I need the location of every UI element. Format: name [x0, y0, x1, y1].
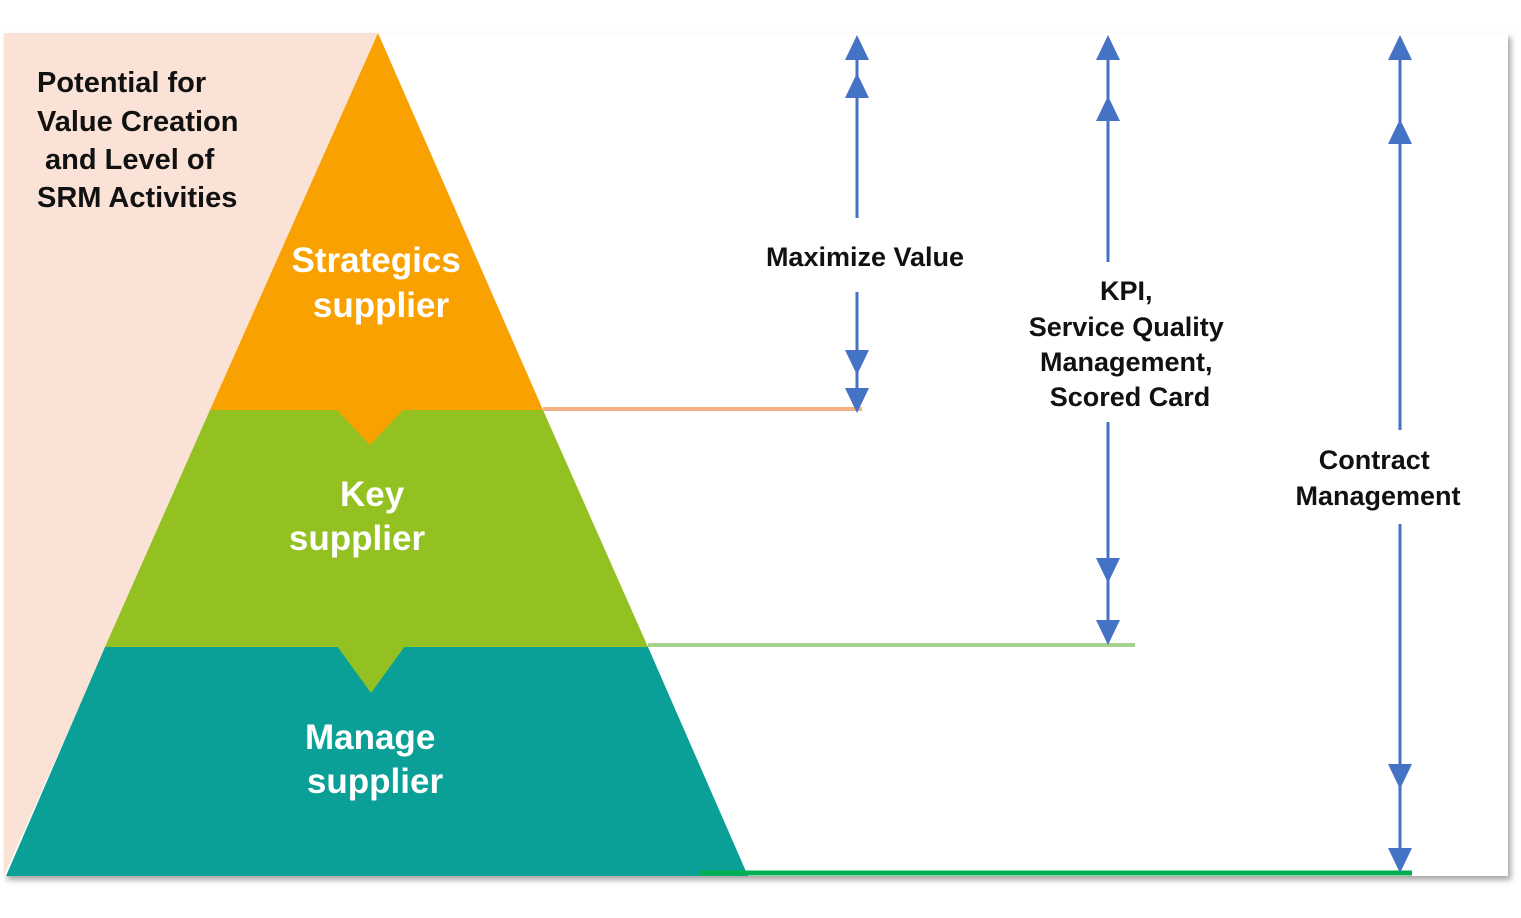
key-supplier-label: Key supplier	[289, 475, 426, 558]
arrow-up-head	[845, 73, 869, 98]
manage-supplier-tier	[6, 647, 748, 876]
contract-management-arrow	[1388, 35, 1412, 873]
tier-label-line: Key	[340, 475, 405, 514]
arrow-down-head	[845, 350, 869, 375]
arrow-up-head	[845, 35, 869, 60]
activity-label-line: Service Quality	[1029, 312, 1224, 342]
manage-supplier-label: Manage supplier	[305, 718, 445, 801]
activity-label-line: Contract	[1319, 445, 1430, 475]
arrow-up-head	[1096, 35, 1120, 60]
contract-management-label: Contract Management	[1295, 445, 1460, 511]
arrow-down-head	[1096, 558, 1120, 583]
side-title: Potential for Value Creation and Level o…	[37, 67, 247, 214]
side-title-line: Potential for	[37, 67, 206, 99]
activity-label-line: Management,	[1040, 347, 1213, 377]
strategic-down-notch	[337, 410, 403, 445]
kpi-arrow	[1096, 35, 1120, 645]
tier-label-line: supplier	[289, 519, 426, 558]
side-title-line: SRM Activities	[37, 182, 237, 214]
arrow-down-head	[1388, 764, 1412, 789]
tier-label-line: Strategics	[292, 241, 461, 280]
side-title-line: Value Creation	[37, 106, 238, 138]
activity-label-line: Scored Card	[1050, 382, 1211, 412]
strategic-supplier-label: Strategics supplier	[292, 241, 471, 325]
key-supplier-tier	[105, 410, 648, 647]
kpi-label: KPI, Service Quality Management, Scored …	[1029, 276, 1232, 412]
activity-label-line: KPI,	[1100, 276, 1153, 306]
strategic-supplier-tier	[210, 33, 543, 410]
arrow-down-head	[845, 388, 869, 413]
arrow-down-head	[1096, 620, 1120, 645]
activity-label-line: Management	[1295, 481, 1460, 511]
activity-label-line: Maximize Value	[766, 242, 964, 272]
key-down-notch	[337, 646, 405, 693]
arrow-up-head	[1388, 119, 1412, 144]
tier-label-line: Manage	[305, 718, 435, 757]
arrow-down-head	[1388, 848, 1412, 873]
arrow-up-head	[1096, 96, 1120, 121]
maximize-value-arrow	[845, 35, 869, 413]
tier-label-line: supplier	[313, 286, 450, 325]
arrow-up-head	[1388, 35, 1412, 60]
maximize-value-label: Maximize Value	[766, 242, 964, 272]
side-title-line: and Level of	[37, 144, 215, 176]
tier-label-line: supplier	[307, 762, 444, 801]
